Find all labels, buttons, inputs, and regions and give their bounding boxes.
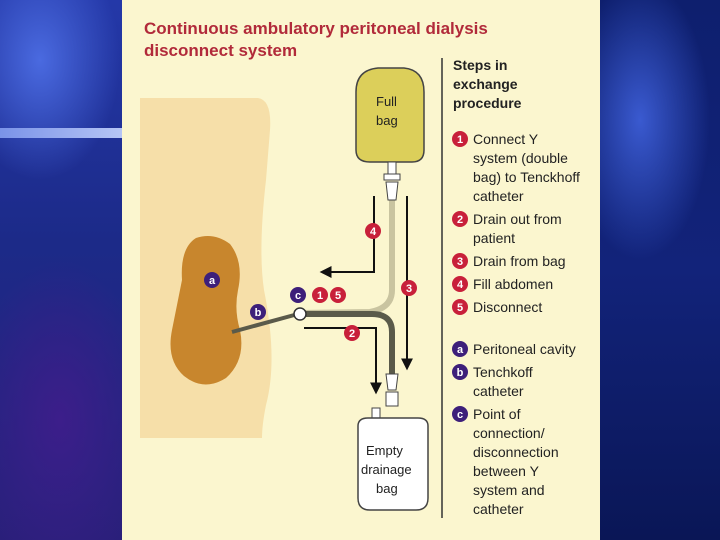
background-right <box>600 0 720 540</box>
empty-bag-label-3: bag <box>376 481 398 496</box>
svg-text:3: 3 <box>406 283 412 295</box>
diagram-badge-step-2: 2 <box>344 325 360 341</box>
empty-bag-label-2: drainage <box>361 462 412 477</box>
legend-step-text: patient <box>473 230 515 246</box>
svg-text:1: 1 <box>317 290 323 302</box>
legend-part-text: system and <box>473 482 545 498</box>
arrow-drain-patient <box>304 327 382 395</box>
title-line-1: Continuous ambulatory peritoneal dialysi… <box>144 19 488 38</box>
diagram-badge-step-4: 4 <box>365 223 381 239</box>
legend-step-text: system (double <box>473 150 568 166</box>
background-left <box>0 0 122 540</box>
svg-text:5: 5 <box>335 290 341 302</box>
legend-part-badge <box>452 341 468 357</box>
legend-part-text: Peritoneal cavity <box>473 341 576 357</box>
legend-part-text: catheter <box>473 383 524 399</box>
legend-step-number: 3 <box>457 256 463 268</box>
title-line-2: disconnect system <box>144 41 298 60</box>
legend-part-badge <box>452 406 468 422</box>
diagram-badge-a: a <box>204 272 220 288</box>
legend-step-text: Connect Y <box>473 131 539 147</box>
legend-step-badge <box>452 211 468 227</box>
svg-text:2: 2 <box>349 328 355 340</box>
legend-part-text: connection/ <box>473 425 545 441</box>
diagram-badge-b: b <box>250 304 266 320</box>
steps-heading-line: procedure <box>453 95 522 111</box>
legend-part-letter: a <box>457 344 464 356</box>
legend-step-badge <box>452 131 468 147</box>
legend-step-text: Drain from bag <box>473 253 566 269</box>
legend-step-badge <box>452 276 468 292</box>
full-bag-label-2: bag <box>376 113 398 128</box>
diagram-badge-step-3: 3 <box>401 280 417 296</box>
legend-step-text: Drain out from <box>473 211 562 227</box>
diagram-badge-step-5: 5 <box>330 287 346 303</box>
legend-part-text: between Y <box>473 463 540 479</box>
legend-step-number: 4 <box>457 279 464 291</box>
steps-heading-line: exchange <box>453 76 518 92</box>
drainage-bag: Empty drainage bag <box>357 373 429 511</box>
legend-part-text: catheter <box>473 501 524 517</box>
legend-part-text: Tenchkoff <box>473 364 533 380</box>
empty-bag-label-1: Empty <box>366 443 403 458</box>
svg-text:4: 4 <box>370 226 377 238</box>
legend-step-text: catheter <box>473 188 524 204</box>
legend-part-text: disconnection <box>473 444 559 460</box>
legend-step-text: bag) to Tenckhoff <box>473 169 580 185</box>
diagram-title: Continuous ambulatory peritoneal dialysi… <box>144 18 504 62</box>
legend-step-badge <box>452 253 468 269</box>
legend-part-letter: c <box>457 409 463 421</box>
legend: Steps in exchange procedure 1 Connect Y syste… <box>452 57 580 517</box>
legend-part-badge <box>452 364 468 380</box>
svg-text:a: a <box>209 275 216 287</box>
background-accent-bar <box>0 128 122 138</box>
arrow-fill-abdomen <box>319 196 375 278</box>
full-bag: Full bag <box>355 67 425 201</box>
svg-text:c: c <box>295 290 301 302</box>
legend-part-text: Point of <box>473 406 521 422</box>
tenckhoff-catheter <box>231 312 299 334</box>
legend-step-number: 1 <box>457 134 463 146</box>
legend-step-text: Fill abdomen <box>473 276 553 292</box>
full-bag-label-1: Full <box>376 94 397 109</box>
peritoneal-cavity <box>170 236 242 385</box>
diagram-badge-step-1: 1 <box>312 287 328 303</box>
legend-step-text: Disconnect <box>473 299 542 315</box>
steps-heading-line: Steps in <box>453 57 507 73</box>
connection-point <box>293 307 307 321</box>
legend-step-number: 2 <box>457 214 463 226</box>
legend-step-badge <box>452 299 468 315</box>
drainage-tube <box>300 311 395 376</box>
diagram-badge-c: c <box>290 287 306 303</box>
legend-part-letter: b <box>457 367 464 379</box>
legend-step-number: 5 <box>457 302 463 314</box>
svg-text:b: b <box>255 307 262 319</box>
